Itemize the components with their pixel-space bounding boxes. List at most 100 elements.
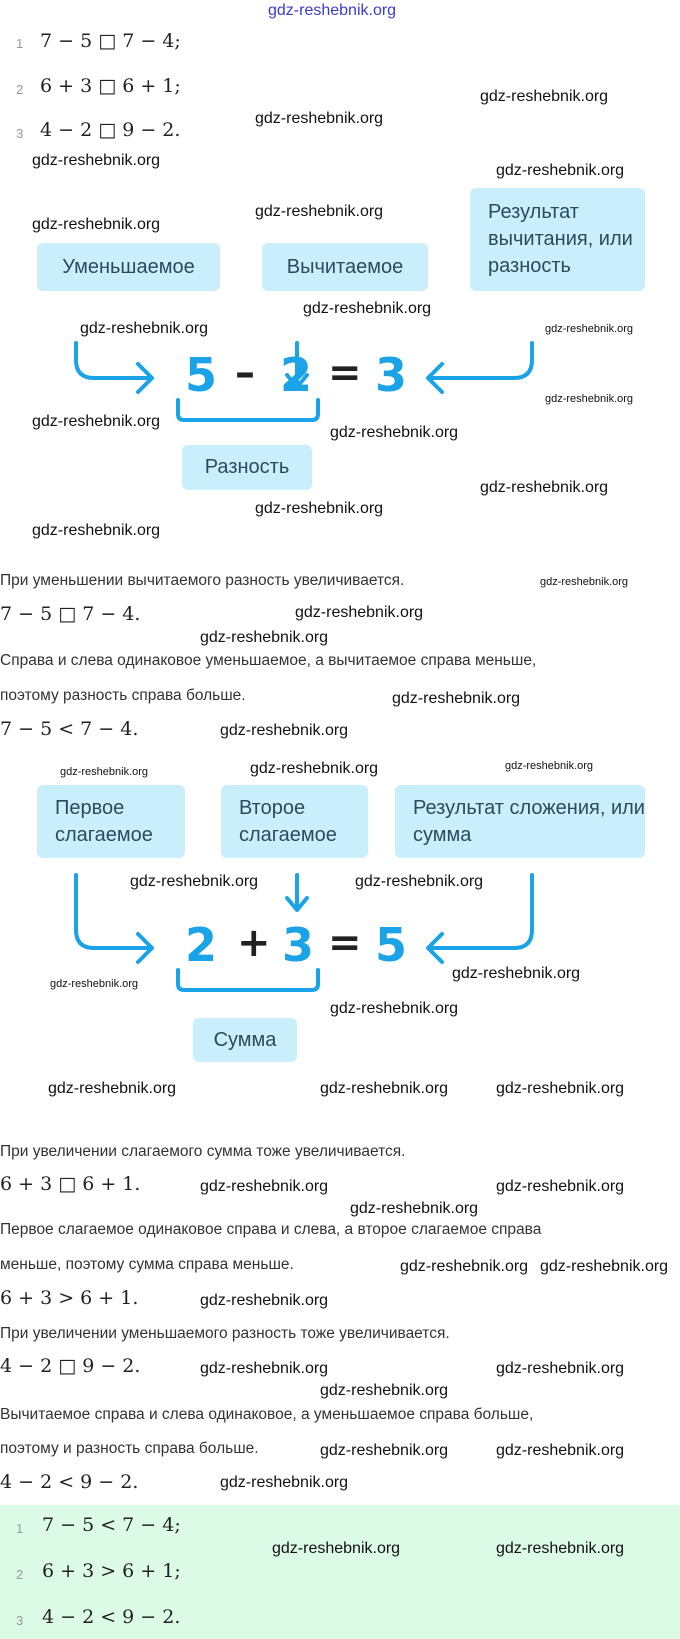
answer-block: 1 7 − 5 < 7 − 4; 2 6 + 3 > 6 + 1; 3 4 − … bbox=[0, 1505, 680, 1639]
watermark: gdz-reshebnik.org bbox=[295, 604, 424, 621]
watermark: gdz-reshebnik.org bbox=[496, 162, 625, 179]
watermark: gdz-reshebnik.org bbox=[32, 216, 161, 233]
label-difference: Разность bbox=[182, 445, 312, 490]
explanation: поэтому разность справа больше. bbox=[0, 687, 246, 704]
answer-expression: 7 − 5 < 7 − 4; bbox=[42, 1514, 181, 1536]
expression: 6 + 3 □ 6 + 1. bbox=[0, 1173, 141, 1195]
watermark: gdz-reshebnik.org bbox=[255, 500, 384, 517]
eq-minuend: 5 bbox=[185, 348, 218, 402]
label-sum-result: Результат сложения, или сумма bbox=[395, 785, 645, 858]
task-expression: 6 + 3 □ 6 + 1; bbox=[40, 75, 181, 97]
answer-expression: 6 + 3 > 6 + 1; bbox=[42, 1560, 181, 1582]
answer-expression: 4 − 2 < 9 − 2. bbox=[0, 1471, 139, 1493]
label-addend1: Первое слагаемое bbox=[37, 785, 185, 858]
explanation: Вычитаемое справа и слева одинаковое, а … bbox=[0, 1406, 534, 1423]
explanation: меньше, поэтому сумма справа меньше. bbox=[0, 1256, 294, 1273]
watermark: gdz-reshebnik.org bbox=[355, 873, 484, 890]
watermark: gdz-reshebnik.org bbox=[545, 323, 634, 335]
watermark: gdz-reshebnik.org bbox=[220, 1474, 349, 1491]
bracket-sum bbox=[176, 968, 320, 992]
expression: 7 − 5 □ 7 − 4. bbox=[0, 603, 141, 625]
rule-text: При уменьшении вычитаемого разность увел… bbox=[0, 572, 405, 589]
watermark: gdz-reshebnik.org bbox=[200, 1178, 329, 1195]
watermark: gdz-reshebnik.org bbox=[350, 1200, 479, 1217]
rule-text: При увеличении слагаемого сумма тоже уве… bbox=[0, 1143, 406, 1160]
watermark: gdz-reshebnik.org bbox=[320, 1382, 449, 1399]
watermark: gdz-reshebnik.org bbox=[496, 1442, 625, 1459]
eq-equals: = bbox=[328, 920, 362, 966]
explanation: Первое слагаемое одинаковое справа и сле… bbox=[0, 1221, 542, 1238]
task-number: 2 bbox=[16, 82, 24, 97]
watermark: gdz-reshebnik.org bbox=[200, 1360, 329, 1377]
watermark: gdz-reshebnik.org bbox=[255, 110, 384, 127]
watermark: gdz-reshebnik.org bbox=[130, 873, 259, 890]
label-addend2: Второе слагаемое bbox=[221, 785, 368, 858]
watermark: gdz-reshebnik.org bbox=[220, 722, 349, 739]
expression: 4 − 2 □ 9 − 2. bbox=[0, 1355, 141, 1377]
eq-addend2: 3 bbox=[282, 918, 315, 972]
watermark: gdz-reshebnik.org bbox=[505, 760, 594, 772]
watermark: gdz-reshebnik.org bbox=[496, 1080, 625, 1097]
watermark: gdz-reshebnik.org bbox=[540, 1258, 669, 1275]
watermark: gdz-reshebnik.org bbox=[268, 2, 397, 19]
answer-expression: 7 − 5 < 7 − 4. bbox=[0, 718, 139, 740]
answer-number: 2 bbox=[16, 1567, 24, 1582]
eq-difference: 3 bbox=[375, 348, 408, 402]
watermark: gdz-reshebnik.org bbox=[32, 152, 161, 169]
eq-equals: = bbox=[328, 350, 362, 396]
watermark: gdz-reshebnik.org bbox=[480, 88, 609, 105]
watermark: gdz-reshebnik.org bbox=[540, 576, 629, 588]
watermark: gdz-reshebnik.org bbox=[200, 629, 329, 646]
label-difference-result: Результат вычитания, или разность bbox=[470, 188, 645, 291]
eq-sum: 5 bbox=[375, 918, 408, 972]
watermark: gdz-reshebnik.org bbox=[330, 1000, 459, 1017]
watermark: gdz-reshebnik.org bbox=[32, 522, 161, 539]
watermark: gdz-reshebnik.org bbox=[250, 760, 379, 777]
bracket-difference bbox=[176, 398, 320, 422]
watermark: gdz-reshebnik.org bbox=[392, 690, 521, 707]
watermark: gdz-reshebnik.org bbox=[48, 1080, 177, 1097]
task-number: 1 bbox=[16, 36, 24, 51]
watermark: gdz-reshebnik.org bbox=[320, 1080, 449, 1097]
watermark: gdz-reshebnik.org bbox=[496, 1360, 625, 1377]
answer-expression: 6 + 3 > 6 + 1. bbox=[0, 1287, 139, 1309]
watermark: gdz-reshebnik.org bbox=[545, 393, 634, 405]
watermark: gdz-reshebnik.org bbox=[80, 320, 209, 337]
eq-plus: + bbox=[237, 920, 271, 966]
answer-number: 3 bbox=[16, 1613, 24, 1628]
label-minuend: Уменьшаемое bbox=[37, 243, 220, 291]
watermark: gdz-reshebnik.org bbox=[50, 978, 139, 990]
watermark: gdz-reshebnik.org bbox=[303, 300, 432, 317]
task-expression: 4 − 2 □ 9 − 2. bbox=[40, 119, 181, 141]
arrow-minuend bbox=[74, 341, 154, 394]
watermark: gdz-reshebnik.org bbox=[272, 1540, 401, 1557]
label-subtrahend: Вычитаемое bbox=[262, 243, 428, 291]
watermark: gdz-reshebnik.org bbox=[255, 203, 384, 220]
explanation: поэтому и разность справа больше. bbox=[0, 1440, 259, 1457]
label-sum: Сумма bbox=[193, 1018, 297, 1062]
rule-text: При увеличении уменьшаемого разность тож… bbox=[0, 1325, 450, 1342]
arrow-addend1 bbox=[74, 873, 154, 964]
watermark: gdz-reshebnik.org bbox=[400, 1258, 529, 1275]
explanation: Справа и слева одинаковое уменьшаемое, а… bbox=[0, 652, 537, 669]
watermark: gdz-reshebnik.org bbox=[60, 766, 149, 778]
arrow-sum bbox=[426, 873, 534, 964]
watermark: gdz-reshebnik.org bbox=[480, 479, 609, 496]
watermark: gdz-reshebnik.org bbox=[496, 1178, 625, 1195]
watermark: gdz-reshebnik.org bbox=[320, 1442, 449, 1459]
answer-expression: 4 − 2 < 9 − 2. bbox=[42, 1606, 181, 1628]
answer-number: 1 bbox=[16, 1521, 24, 1536]
watermark: gdz-reshebnik.org bbox=[496, 1540, 625, 1557]
eq-addend1: 2 bbox=[185, 918, 218, 972]
arrow-subtrahend bbox=[285, 341, 309, 389]
arrow-addend2 bbox=[285, 873, 309, 912]
watermark: gdz-reshebnik.org bbox=[200, 1292, 329, 1309]
task-number: 3 bbox=[16, 126, 24, 141]
eq-subtrahend: 2 bbox=[280, 348, 313, 402]
arrow-result bbox=[426, 341, 534, 394]
watermark: gdz-reshebnik.org bbox=[452, 965, 581, 982]
eq-minus: – bbox=[235, 350, 255, 396]
task-expression: 7 − 5 □ 7 − 4; bbox=[40, 30, 181, 52]
